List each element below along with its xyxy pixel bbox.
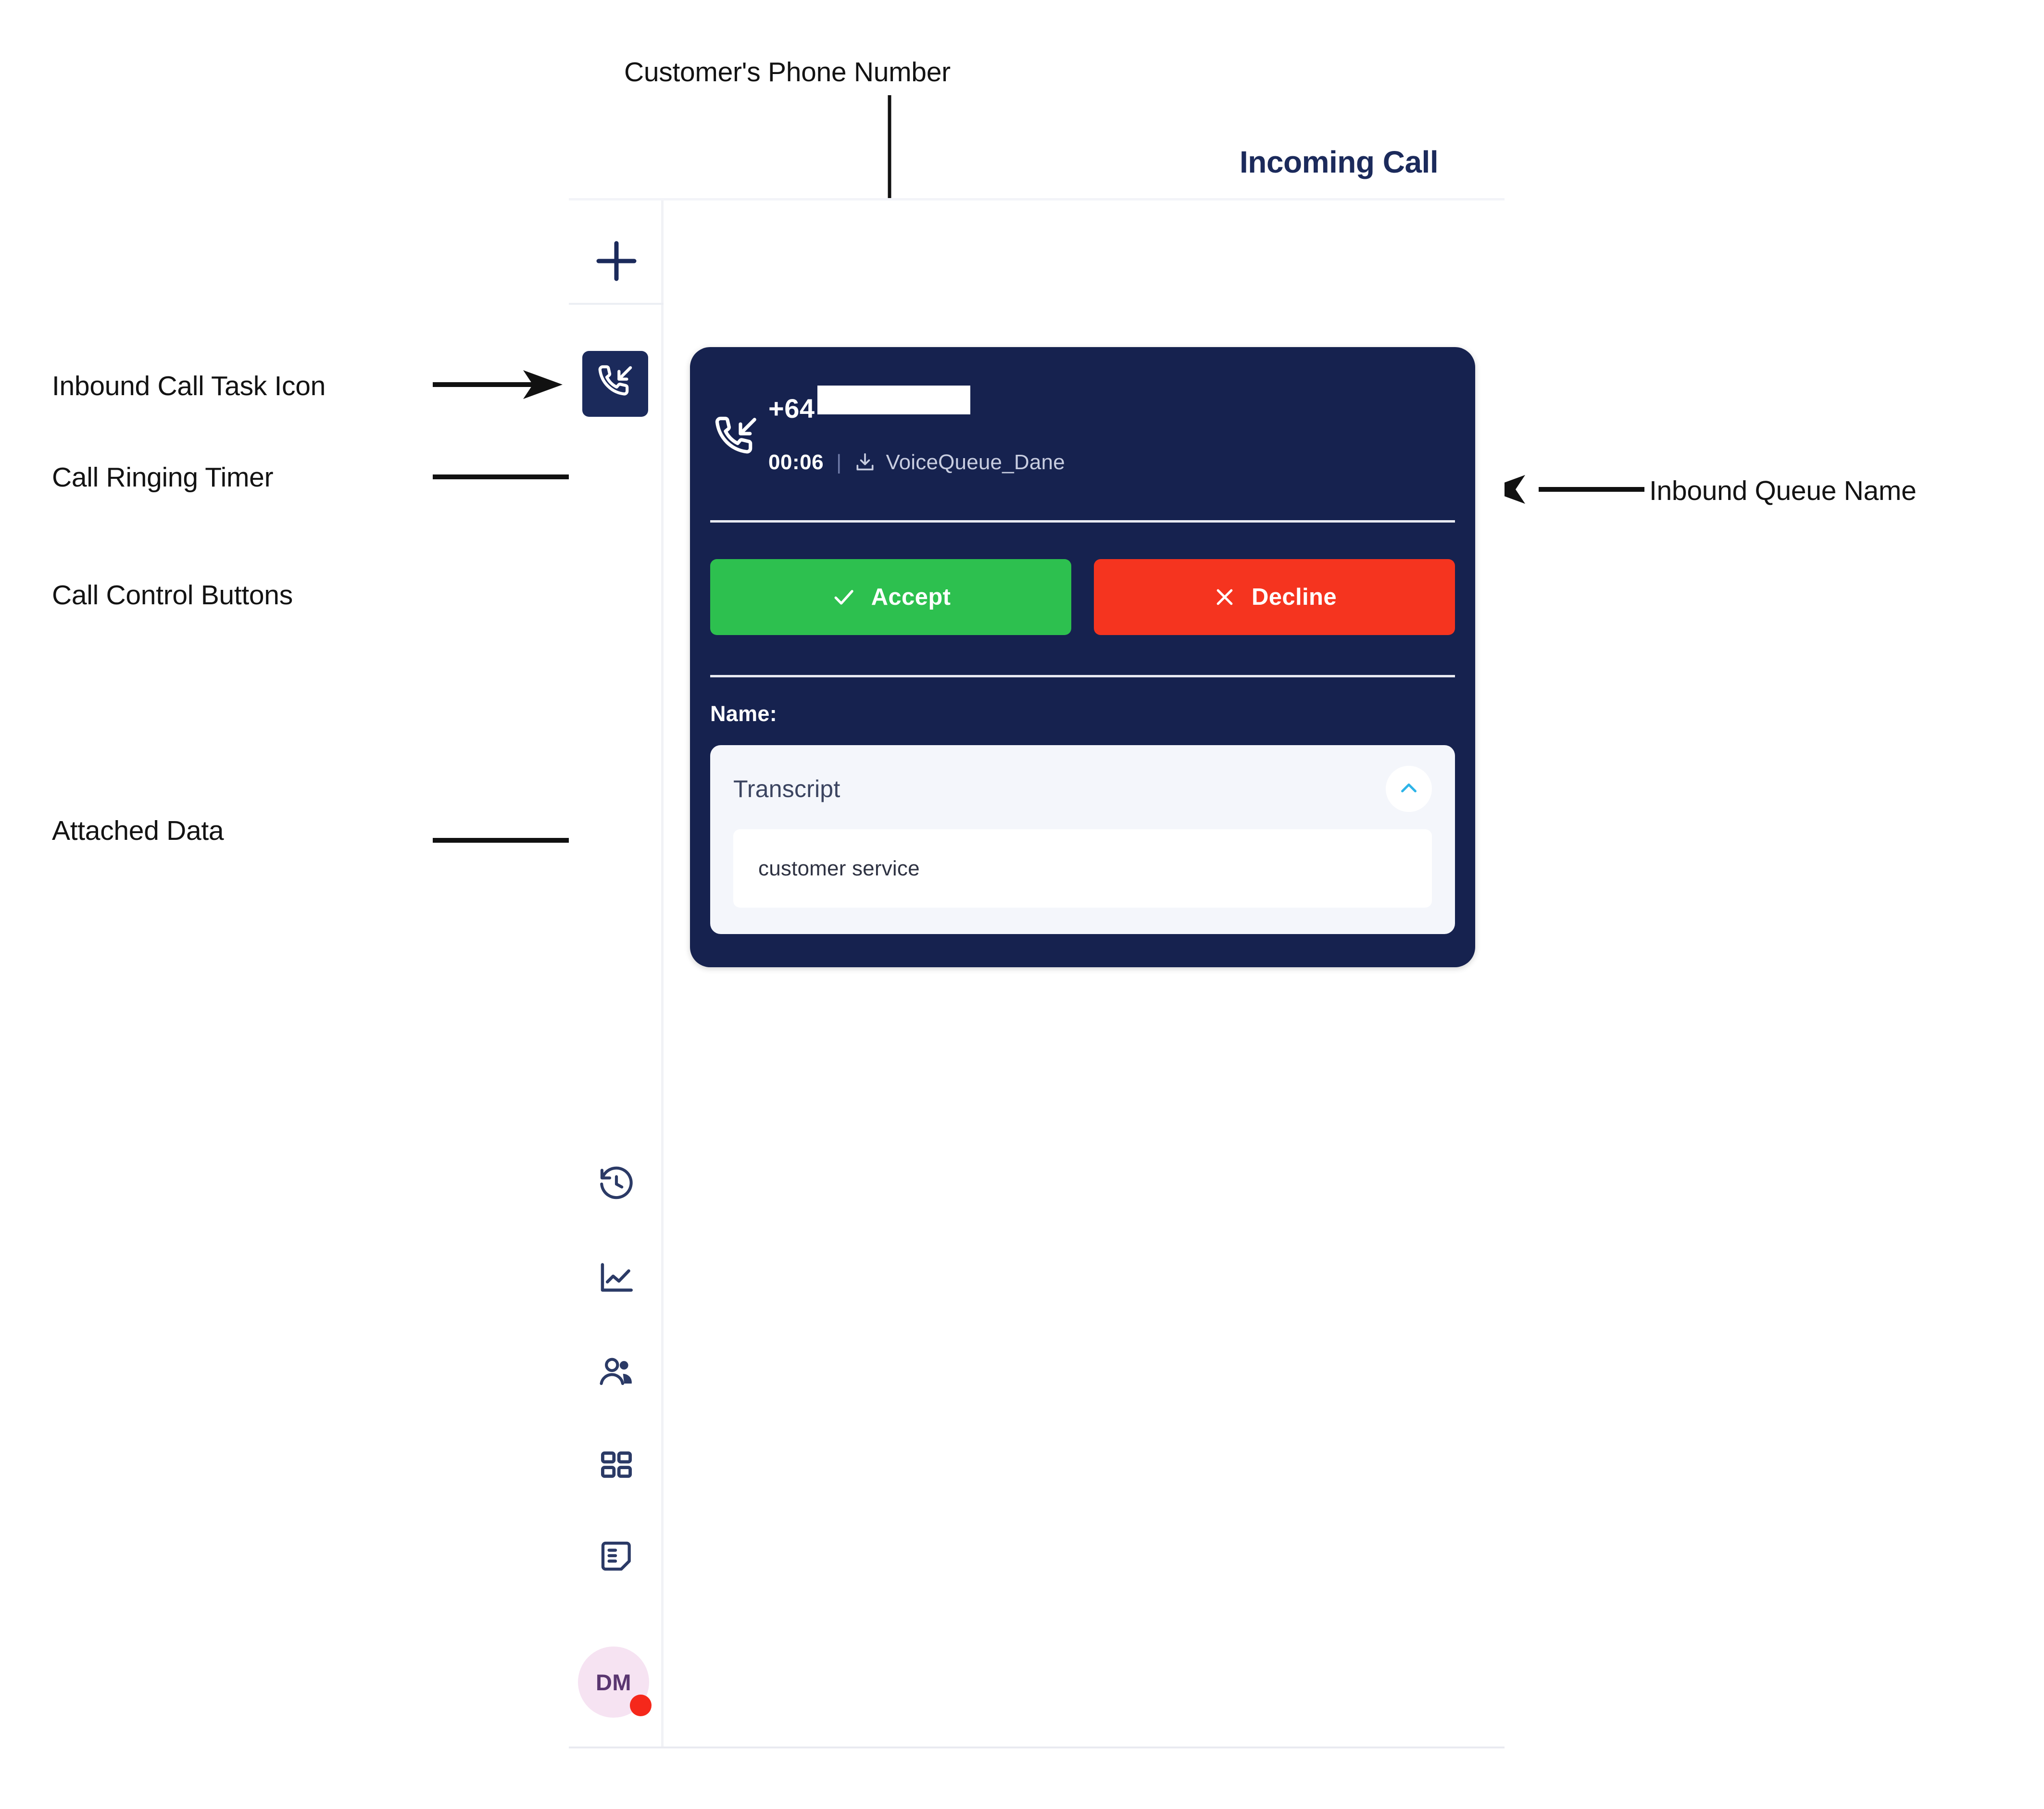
notes-icon xyxy=(597,1537,636,1578)
sidebar-item-apps[interactable] xyxy=(569,1435,664,1497)
sidebar-item-history[interactable] xyxy=(569,1154,664,1216)
contacts-icon xyxy=(597,1352,636,1394)
card-divider-top xyxy=(710,520,1455,523)
annotation-call-control-buttons: Call Control Buttons xyxy=(52,580,293,611)
avatar-status-badge xyxy=(630,1695,652,1716)
sidebar-item-notes[interactable] xyxy=(569,1526,664,1589)
incoming-call-card: +64 00:06 | VoiceQueue_Dane xyxy=(690,347,1475,967)
inbound-queue-name: VoiceQueue_Dane xyxy=(886,450,1065,474)
queue-download-icon xyxy=(854,451,876,474)
accept-button-label: Accept xyxy=(871,584,951,610)
accept-button[interactable]: Accept xyxy=(710,559,1071,635)
page-title: Incoming Call xyxy=(1240,145,1439,179)
sidebar-item-contacts[interactable] xyxy=(569,1341,664,1404)
annotation-customers-phone-number: Customer's Phone Number xyxy=(624,57,951,87)
check-icon xyxy=(831,584,857,610)
meta-separator: | xyxy=(836,450,842,474)
attached-data-title: Transcript xyxy=(733,775,840,802)
app-bottom-border xyxy=(569,1747,1505,1748)
attached-data-header: Transcript xyxy=(733,762,1432,815)
grid-apps-icon xyxy=(598,1447,635,1486)
annotation-arrow-queue-name xyxy=(1486,475,1644,504)
sidebar-divider xyxy=(569,303,664,305)
decline-button[interactable]: Decline xyxy=(1094,559,1455,635)
annotation-attached-data: Attached Data xyxy=(52,815,224,846)
annotation-inbound-call-task-icon: Inbound Call Task Icon xyxy=(52,371,326,401)
chevron-up-icon xyxy=(1396,775,1422,803)
annotation-inbound-queue-name: Inbound Queue Name xyxy=(1649,475,1917,506)
annotation-arrow-task-icon xyxy=(433,370,563,399)
annotation-call-ringing-timer: Call Ringing Timer xyxy=(52,462,274,493)
sidebar-item-insights[interactable] xyxy=(569,1248,664,1310)
x-icon xyxy=(1212,585,1237,610)
call-ringing-timer: 00:06 xyxy=(768,450,824,474)
sidebar-item-inbound-call-task[interactable] xyxy=(582,351,648,417)
app-top-border xyxy=(569,198,1505,200)
attached-data-panel: Transcript customer service xyxy=(710,745,1455,934)
plus-icon xyxy=(596,240,637,284)
contact-name-label: Name: xyxy=(710,701,777,726)
card-divider-bottom xyxy=(710,675,1455,677)
sidebar xyxy=(569,200,664,1747)
customer-phone-number: +64 xyxy=(768,393,815,424)
call-control-buttons: Accept Decline xyxy=(710,559,1455,635)
attached-data-value: customer service xyxy=(733,829,1432,908)
collapse-toggle-button[interactable] xyxy=(1386,766,1432,812)
phone-number-redaction xyxy=(817,386,970,414)
call-meta-row: 00:06 | VoiceQueue_Dane xyxy=(768,450,1065,474)
history-icon xyxy=(597,1164,636,1206)
inbound-call-icon xyxy=(594,362,637,406)
decline-button-label: Decline xyxy=(1251,584,1337,610)
avatar[interactable]: DM xyxy=(578,1647,649,1718)
add-task-button[interactable] xyxy=(569,226,664,298)
inbound-call-icon xyxy=(710,412,762,464)
avatar-initials: DM xyxy=(595,1669,632,1695)
line-chart-icon xyxy=(597,1258,636,1300)
